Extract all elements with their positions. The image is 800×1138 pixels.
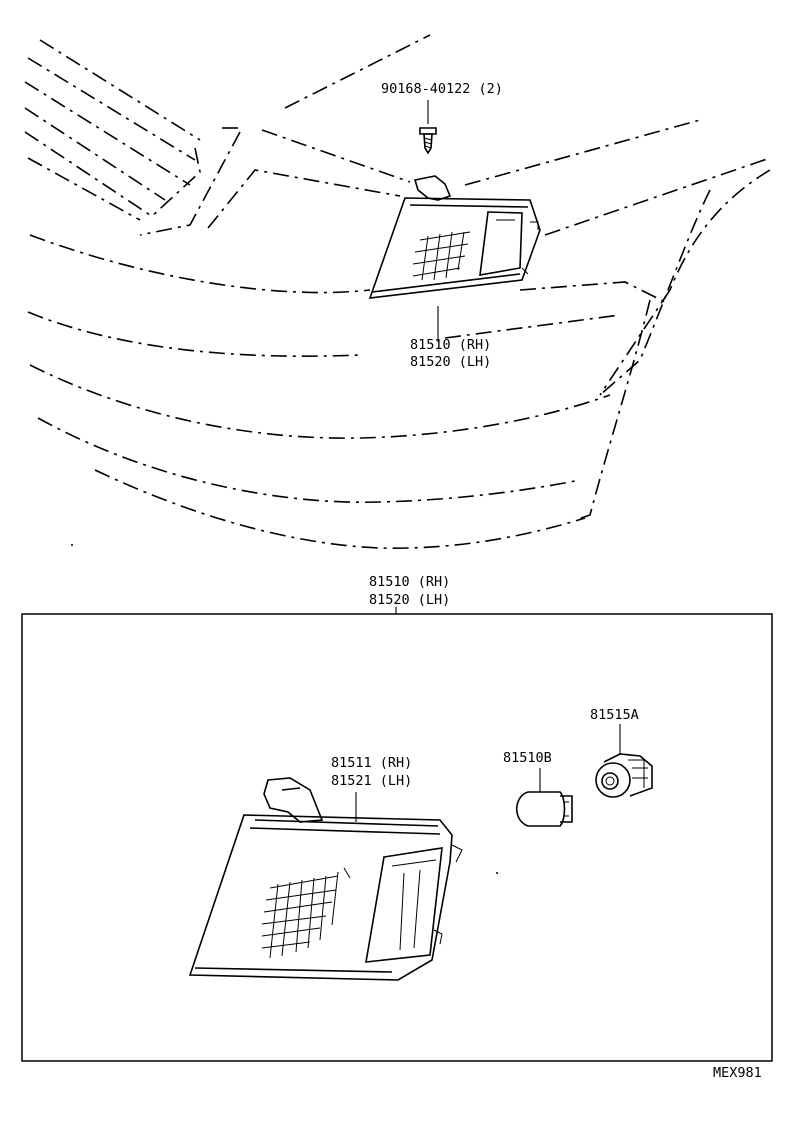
lamp-assy-callout-rh-box: 81510 (RH) xyxy=(369,574,451,590)
exploded-view-frame xyxy=(21,613,773,1062)
lamp-lens-assembly xyxy=(188,777,463,981)
lens-callout-lh: 81521 (LH) xyxy=(331,773,413,789)
figure-code: MEX981 xyxy=(713,1065,762,1081)
vehicle-front-outline xyxy=(24,34,771,549)
lamp-assy-callout-lh-top: 81520 (LH) xyxy=(410,354,492,370)
lamp-assy-callout-lh-box: 81520 (LH) xyxy=(369,592,451,608)
screw-callout: 90168-40122 (2) xyxy=(381,81,503,97)
lens-callout-rh: 81511 (RH) xyxy=(331,755,413,771)
bulb-callout: 81510B xyxy=(503,750,552,766)
socket-callout: 81515A xyxy=(590,707,639,723)
screw-icon xyxy=(419,100,437,155)
socket-icon xyxy=(595,724,653,798)
bulb-icon xyxy=(515,768,573,827)
installed-clearance-lamp xyxy=(368,175,541,299)
lamp-assy-callout-rh-top: 81510 (RH) xyxy=(410,337,492,353)
